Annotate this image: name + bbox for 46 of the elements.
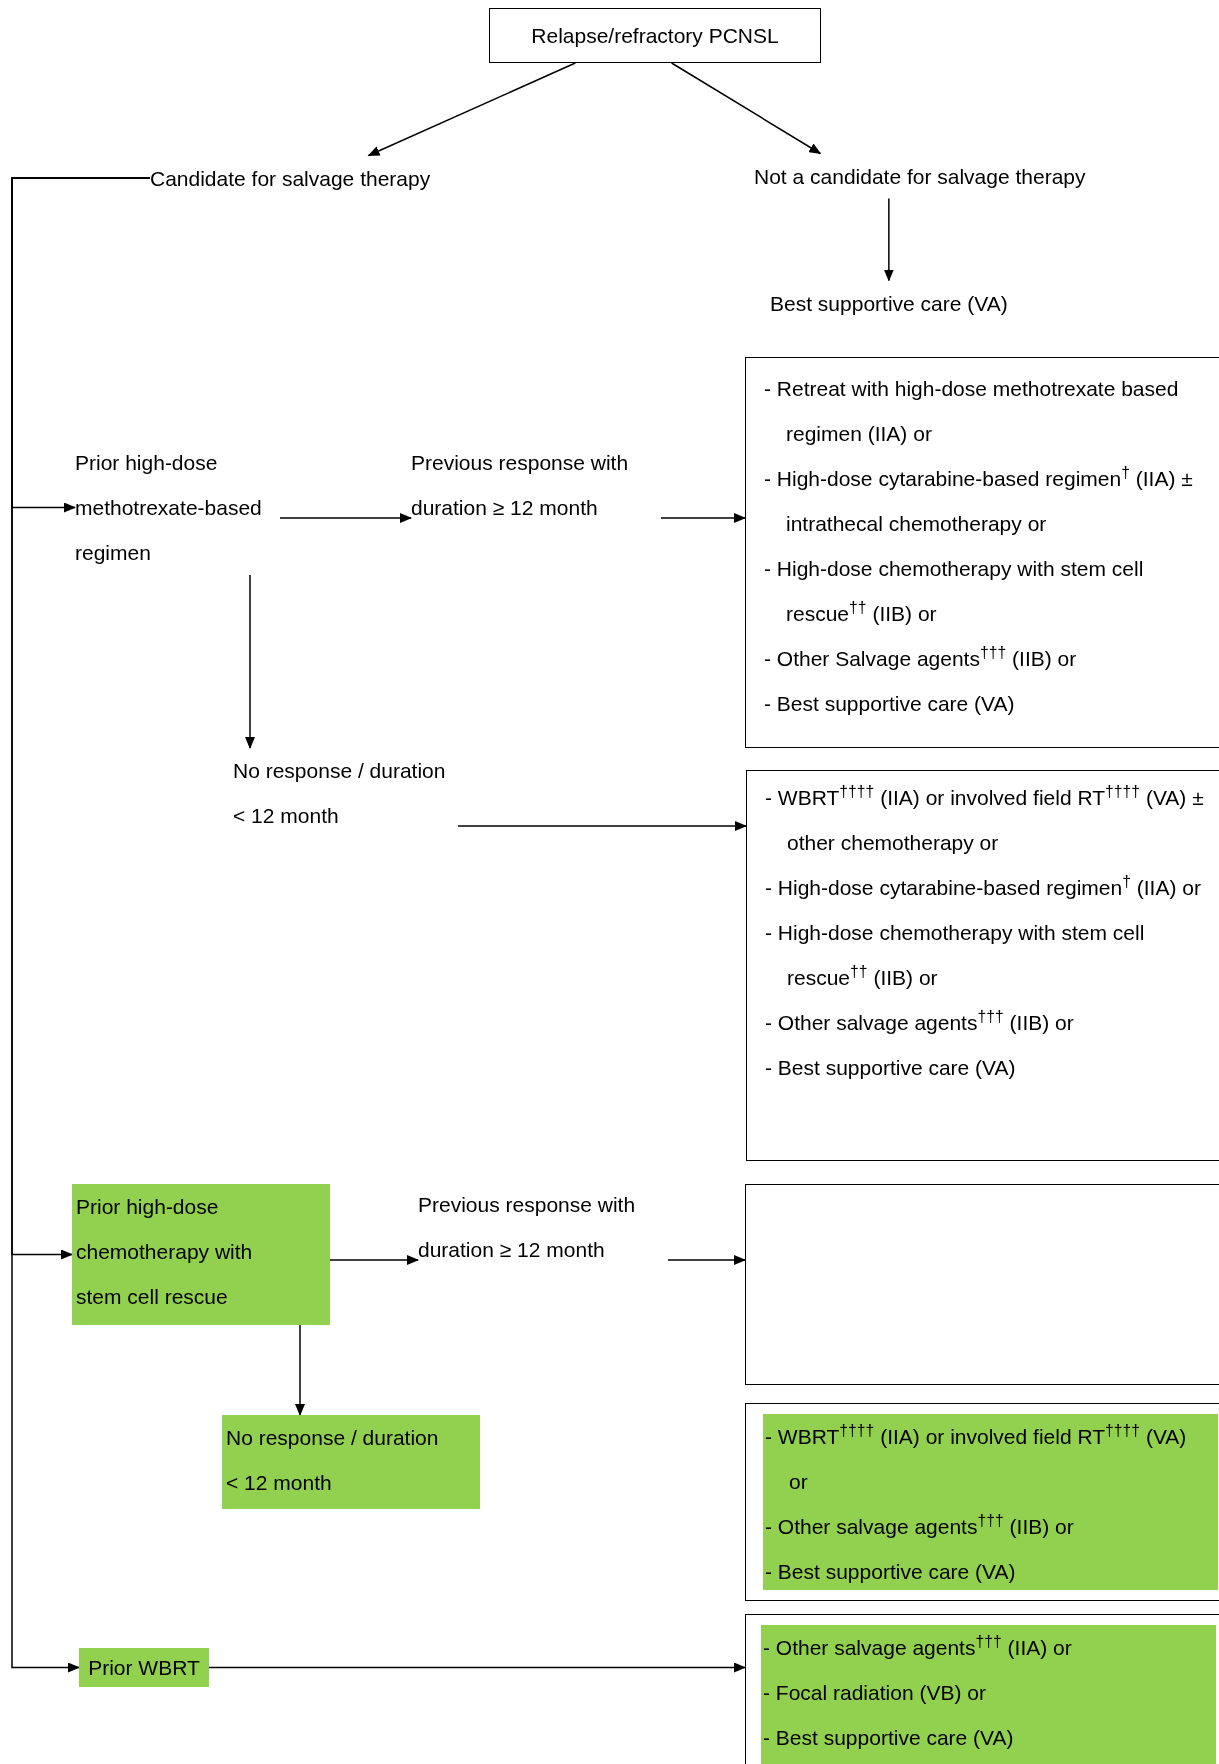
arrow xyxy=(329,1255,419,1265)
node-text: No response / duration < 12 month xyxy=(233,758,447,829)
list-item: - Retreat with high-dose methotrexate based regimen (IIA) or xyxy=(763,376,1180,447)
arrow xyxy=(883,197,894,282)
process-box xyxy=(489,8,821,63)
arrow xyxy=(208,1662,746,1673)
node-text: Candidate for salvage therapy xyxy=(150,165,431,192)
list-item: - High-dose chemotherapy with stem cell rescue$^{††}$ (IIB) or xyxy=(763,556,1145,627)
arrow xyxy=(295,1324,305,1416)
arrow xyxy=(11,177,151,1673)
node-text: Prior high-dose chemotherapy with stem cell rescue xyxy=(76,1194,254,1310)
arrow xyxy=(279,513,412,523)
list-item: - Other salvage agents$^{†††}$ (IIB) or xyxy=(764,1007,1075,1036)
condition-box xyxy=(79,1648,209,1687)
arrow xyxy=(457,821,747,831)
list-item: - Other Salvage agents$^{†††}$ (IIB) or xyxy=(763,643,1078,672)
list-item: - High-dose chemotherapy with stem cell rescue$^{††}$ (IIB) or xyxy=(764,920,1146,991)
list-item: - Best supportive care (VA) xyxy=(764,1055,1017,1081)
node-text: Previous response with duration ≥ 12 month xyxy=(418,1192,637,1263)
node-text: Not a candidate for salvage therapy xyxy=(754,163,1086,190)
node-text: Prior high-dose methotrexate-based regimen xyxy=(75,450,263,566)
list-item: - High-dose cytarabine-based regimen$^{†}$ (IIA) ± intrathecal chemotherapy or xyxy=(763,463,1194,537)
treatment-box xyxy=(746,770,1219,1161)
box-text: Prior WBRT xyxy=(88,1655,200,1681)
arrow xyxy=(245,574,255,749)
list-item: - High-dose cytarabine-based regimen$^{†}$ (IIA) or xyxy=(764,872,1202,901)
arrow xyxy=(660,513,746,523)
empty-box xyxy=(745,1184,1219,1385)
condition-box xyxy=(72,1184,330,1325)
list-item: - Focal radiation (VB) or xyxy=(762,1680,987,1706)
arrow xyxy=(670,62,822,155)
arrow xyxy=(667,1255,746,1265)
box-text: Relapse/refractory PCNSL xyxy=(531,23,779,49)
list-item: - Other salvage agents$^{†††}$ (IIA) or xyxy=(762,1632,1073,1661)
list-item: - WBRT$^{††††}$ (IIA) or involved field RT$^{††††}$ (VA) or xyxy=(764,1421,1188,1495)
list-item: - WBRT$^{††††}$ (IIA) or involved field RT$^{††††}$ (VA) ± other chemotherapy or xyxy=(764,782,1205,856)
list-item: - Best supportive care (VA) xyxy=(764,1559,1017,1585)
node-text: Previous response with duration ≥ 12 month xyxy=(411,450,630,521)
arrow xyxy=(367,62,577,157)
list-item: - Best supportive care (VA) xyxy=(763,691,1016,717)
list-item: - Other salvage agents$^{†††}$ (IIB) or xyxy=(764,1511,1075,1540)
list-item: - Best supportive care (VA) xyxy=(762,1725,1015,1751)
node-text: Best supportive care (VA) xyxy=(770,290,1008,317)
treatment-box xyxy=(745,357,1219,748)
node-text: No response / duration < 12 month xyxy=(226,1425,440,1496)
condition-box xyxy=(222,1415,480,1509)
